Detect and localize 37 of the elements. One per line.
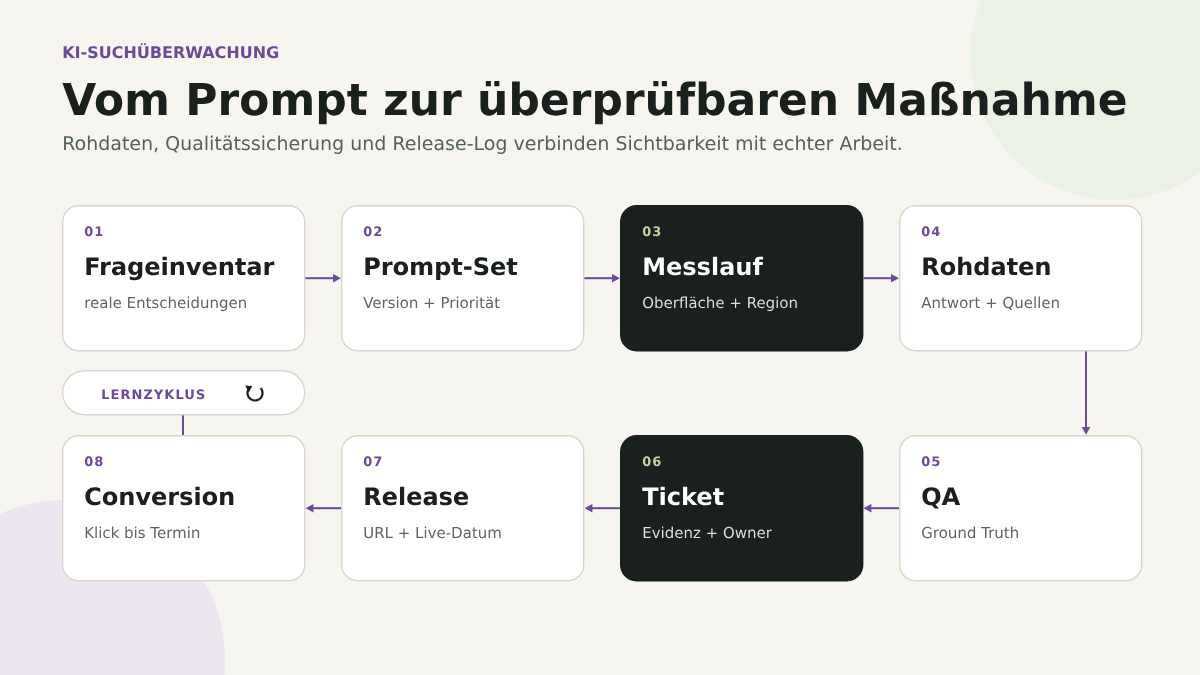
step-number: 08 [84, 456, 103, 467]
step-title: Prompt-Set [365, 257, 518, 280]
step-card [620, 205, 864, 352]
step-card [341, 435, 585, 582]
step-card [62, 435, 306, 582]
step-description: Klick bis Termin [85, 526, 200, 539]
step-title: Ticket [642, 486, 724, 506]
step-number: 05 [921, 456, 940, 467]
step-description: Evidenz + Owner [643, 526, 772, 539]
step-title: Conversion [85, 486, 234, 506]
step-number: 04 [921, 226, 940, 237]
pill-tag [62, 370, 306, 416]
step-description: URL + Live-Datum [364, 526, 501, 539]
step-number: 01 [84, 226, 103, 237]
step-title: Rohdaten [923, 256, 1050, 276]
step-card [62, 205, 306, 352]
cycle-label: LERNZYKLUS [102, 389, 205, 400]
step-title: QA [922, 487, 961, 509]
kicker: KI-SUCHÜBERWACHUNG [63, 43, 279, 59]
step-description: Version + Priorität [363, 296, 500, 309]
step-description: Oberfläche + Region [643, 296, 797, 312]
step-card [899, 435, 1143, 582]
step-card [899, 205, 1143, 352]
step-title: Messlauf [644, 256, 764, 276]
step-title: Release [365, 486, 469, 506]
step-card [620, 435, 864, 582]
title: Vom Prompt zur überprüfbaren Maßnahme [62, 80, 1126, 125]
step-description: Ground Truth [922, 526, 1018, 539]
step-description: reale Entscheidungen [85, 296, 246, 312]
step-card [341, 205, 585, 352]
step-number: 03 [642, 226, 661, 237]
subtitle: Rohdaten, Qualitätssicherung und Release-Log verbinden Sichtbarkeit mit echter Arbeit. [64, 135, 901, 154]
step-number: 02 [363, 226, 382, 237]
step-title: Frageinventar [86, 256, 275, 281]
step-description: Antwort + Quellen [921, 296, 1059, 310]
step-number: 07 [363, 456, 382, 467]
step-number: 06 [642, 456, 661, 467]
